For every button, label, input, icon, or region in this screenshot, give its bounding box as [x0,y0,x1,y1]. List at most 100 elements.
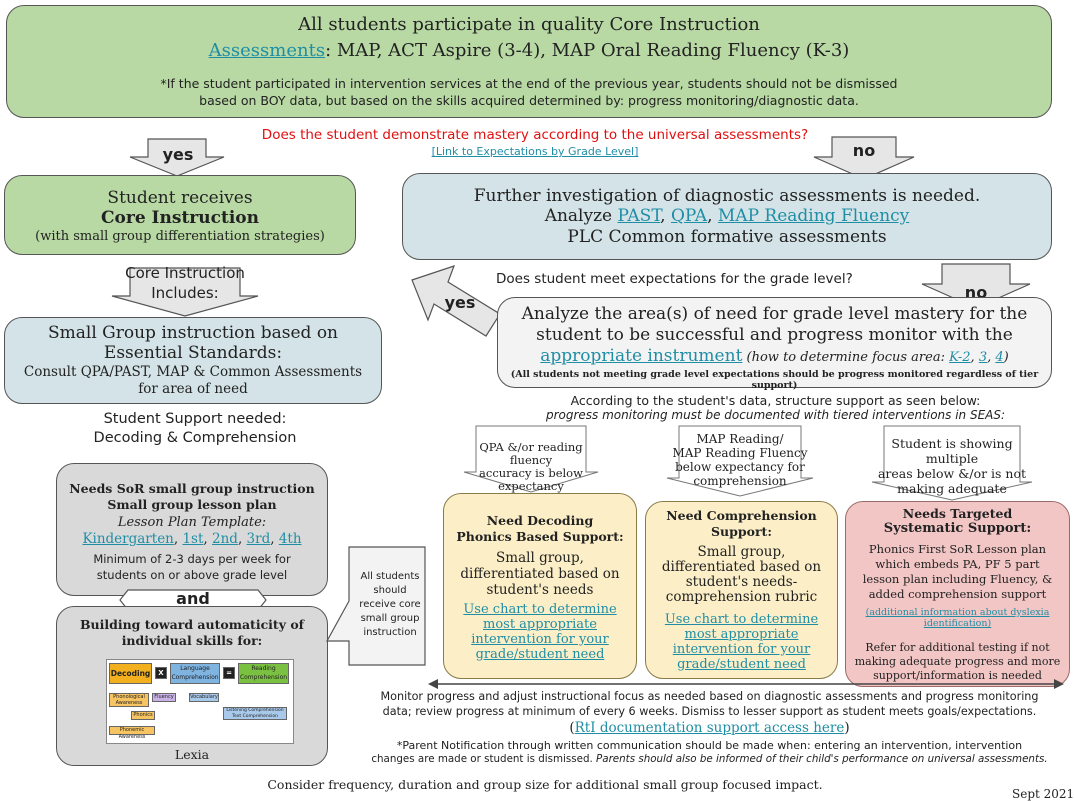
dyslexia-link-line[interactable]: (additional information about dyslexia [865,607,1050,618]
targeted-body-line: Phonics First SoR Lesson plan [868,542,1047,556]
analyze-note: (All students not meeting grade level ex… [510,369,1039,391]
qpa-link[interactable]: QPA [670,206,708,226]
lexia-diagram: Decoding X Language Comprehension = Read… [106,659,294,744]
k2-link[interactable]: K-2 [949,350,971,365]
grade-3-link[interactable]: 3 [978,350,988,365]
paren: ) [844,720,850,736]
parent-line-2b: Parents should also be informed of their… [596,753,1048,765]
small-group-line-1: Small Group instruction based on [47,323,339,343]
kindergarten-link[interactable]: Kindergarten [82,531,174,547]
core-includes-2: Includes: [151,284,219,302]
core-instruction-banner: All students participate in quality Core… [6,5,1052,118]
dyslexia-link-line[interactable]: identification) [923,618,992,629]
structure-line-2: progress monitoring must be documented w… [545,408,1006,422]
comp-link-line[interactable]: intervention for your [672,642,811,657]
all-students-line: should [373,585,407,596]
meet-expectations-question: Does student meet expectations for the g… [496,271,853,287]
analyze-line-1: Analyze the area(s) of need for grade le… [521,304,1028,324]
comp-body-line: comprehension rubric [665,589,818,605]
lexia-equals: = [223,667,235,679]
comp-link-line[interactable]: grade/student need [677,657,806,672]
all-students-arrow-icon [325,546,426,666]
condition-b: MAP Reading/ MAP Reading Fluency below e… [665,432,815,488]
parent-line-2a: changes are made or student is dismissed… [371,753,597,765]
banner-title: All students participate in quality Core… [298,14,760,35]
consider-footer: Consider frequency, duration and group s… [267,777,823,792]
comp-body: Small group, differentiated based on stu… [646,545,837,605]
decoding-body: Small group, differentiated based on stu… [444,550,636,598]
expectations-link[interactable]: [Link to Expectations by Grade Level] [431,145,639,158]
no-arrow-icon [813,136,915,180]
appropriate-instrument-link[interactable]: appropriate instrument [540,346,743,366]
condition-b-arrow-icon [666,425,814,497]
core-includes-arrow-icon [111,267,259,317]
decoding-link-line[interactable]: grade/student need [475,647,605,662]
decoding-support-box: Need Decoding Phonics Based Support: Sma… [443,493,637,679]
condition-c: Student is showing multiple areas below … [870,436,1034,511]
core-instruction-box: Student receives Core Instruction (with … [4,175,356,255]
assessments-link[interactable]: Assessments [208,40,326,61]
condition-a-line: QPA &/or reading fluency [479,440,583,467]
refer-line: making adequate progress and more [854,655,1061,668]
close-paren: ) [1003,350,1009,365]
monitor-line-2: data; review progress at minimum of ever… [382,705,1037,718]
double-arrow-line-icon [428,679,1064,689]
comp-body-line: Small group, [697,544,786,560]
condition-c-arrow-icon [871,425,1033,501]
4th-link[interactable]: 4th [278,531,302,547]
sor-small-group-box: Needs SoR small group instruction Small … [56,463,328,596]
3rd-link[interactable]: 3rd [246,531,271,547]
support-needed-2: Decoding & Comprehension [93,430,297,446]
analyze-prefix: Analyze [544,206,618,226]
decoding-link-line[interactable]: most appropriate [483,617,597,632]
comp-chart-link[interactable]: Use chart to determine most appropriate … [646,612,837,672]
comp-title-1: Need Comprehension [666,508,817,523]
comp-body-line: differentiated based on [661,559,822,575]
yes-label-1: yes [162,145,194,164]
decoding-chart-link[interactable]: Use chart to determine most appropriate … [444,602,636,662]
small-group-box: Small Group instruction based on Essenti… [4,317,382,404]
decoding-link-line[interactable]: Use chart to determine [463,602,617,617]
lexia-phonics: Phonics [131,711,155,720]
1st-link[interactable]: 1st [182,531,204,547]
banner-assessments: Assessments: MAP, ACT Aspire (3-4), MAP … [7,40,1051,61]
sor-title-2: Small group lesson plan [107,497,277,512]
banner-note-1: *If the student participated in interven… [160,76,898,91]
condition-b-line: below expectancy for [675,460,805,474]
condition-a-arrow-icon [463,425,599,493]
grade-links: Kindergarten, 1st, 2nd, 3rd, 4th [82,531,302,547]
no-label-1: no [852,141,876,160]
past-link[interactable]: PAST [617,206,661,226]
investigation-box: Further investigation of diagnostic asse… [402,173,1052,260]
and-label: and [176,589,210,608]
decoding-body-line: differentiated based on [460,566,620,582]
rti-documentation-link[interactable]: RtI documentation support access here [574,720,845,736]
investigate-line-3: PLC Common formative assessments [567,227,887,247]
paren: ( [569,720,575,736]
assessments-list: : MAP, ACT Aspire (3-4), MAP Oral Readin… [325,40,850,61]
rti-link-line: (RtI documentation support access here) [345,720,1074,736]
2nd-link[interactable]: 2nd [212,531,238,547]
condition-c-line: areas below &/or is not [877,466,1027,481]
mastery-question: Does the student demonstrate mastery acc… [261,127,809,143]
comp-title-2: Support: [711,524,772,539]
condition-b-line: MAP Reading/ [696,432,784,446]
lexia-phonological: Phonological Awareness [109,693,149,707]
analyze-line-3: appropriate instrument (how to determine… [540,346,1009,366]
comprehension-support-box: Need Comprehension Support: Small group,… [645,501,838,679]
investigate-line-2: Analyze PAST, QPA, MAP Reading Fluency [403,206,1051,226]
condition-a: QPA &/or reading fluency accuracy is bel… [462,441,600,493]
all-students-line: small group [360,613,420,624]
comp-link-line[interactable]: Use chart to determine [664,612,819,627]
small-group-line-4: for area of need [138,381,248,397]
targeted-title-1: Needs Targeted [902,506,1013,521]
dyslexia-link[interactable]: (additional information about dyslexia i… [846,607,1069,629]
lexia-fluency: Fluency [152,693,176,702]
grade-4-link[interactable]: 4 [995,350,1004,365]
comp-link-line[interactable]: most appropriate [684,627,799,642]
map-fluency-link[interactable]: MAP Reading Fluency [717,206,910,226]
lexia-multiply: X [155,667,167,679]
targeted-support-box: Needs Targeted Systematic Support: Phoni… [845,501,1070,687]
sep: , [660,206,671,226]
decoding-link-line[interactable]: intervention for your [471,632,609,647]
